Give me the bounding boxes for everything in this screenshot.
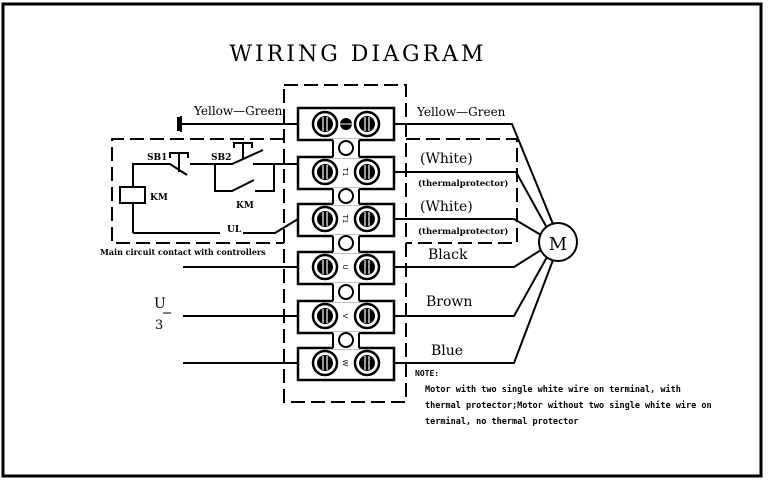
wire-label-thermal-2: (thermalprotector) [418,226,508,237]
terminal-ground [296,106,396,142]
sb1-label: SB1 [147,153,167,163]
note-line-2: thermal protector;Motor without two sing… [425,400,712,411]
wire-label-blue: Blue [431,343,463,359]
terminal-mark: V [341,314,349,319]
terminal-mark: T1 [341,214,349,224]
control-circuit-enclosure [111,138,284,244]
thermal-protector-enclosure [406,138,518,244]
supply-lines [183,266,298,364]
diagram-title: WIRING DIAGRAM [229,42,486,67]
km-contact-label: KM [236,201,254,211]
motor-icon [538,222,578,262]
note-line-3: terminal, no thermal protector [425,416,579,427]
wire-label-brown: Brown [426,294,472,310]
motor-wires [394,123,554,364]
wire-label-black: Black [428,247,468,263]
bridge-hole [338,235,354,251]
supply-subscript: 3 [155,318,163,333]
terminal-u: U [296,250,396,286]
terminal-mark: T1 [341,167,349,177]
motor-label: M [549,234,567,255]
terminal-mark: W [341,360,349,367]
terminal-t1a: T1 [296,155,396,191]
terminal-rows: T1 T1 U V W [296,106,396,382]
ground-wire-left [177,116,298,132]
ground-label-left: Yellow—Green [193,104,283,118]
terminal-mark: U [341,264,349,269]
note-heading: NOTE: [415,369,439,378]
sb2-label: SB2 [211,153,231,163]
km-coil-label: KM [150,193,168,203]
ground-label-right: Yellow—Green [416,105,506,119]
terminal-v: V [296,299,396,335]
ground-icon [177,117,181,131]
control-caption: Main circuit contact with controllers [100,247,266,257]
bridge-hole [338,284,354,300]
km-coil [119,186,146,204]
note-line-1: Motor with two single white wire on term… [425,384,681,395]
wire-label-thermal-1: (thermalprotector) [418,178,508,189]
terminal-w: W [296,346,396,382]
control-circuit [119,142,299,234]
wire-label-white-2: (White) [420,199,473,215]
bridge-hole [338,188,354,204]
bridge-hole [338,332,354,348]
terminal-t1b: T1 [296,202,396,238]
ul-label: UL [227,225,242,235]
bridge-hole [338,140,354,156]
wire-label-white-1: (White) [420,151,473,167]
supply-symbol: U [154,296,166,312]
